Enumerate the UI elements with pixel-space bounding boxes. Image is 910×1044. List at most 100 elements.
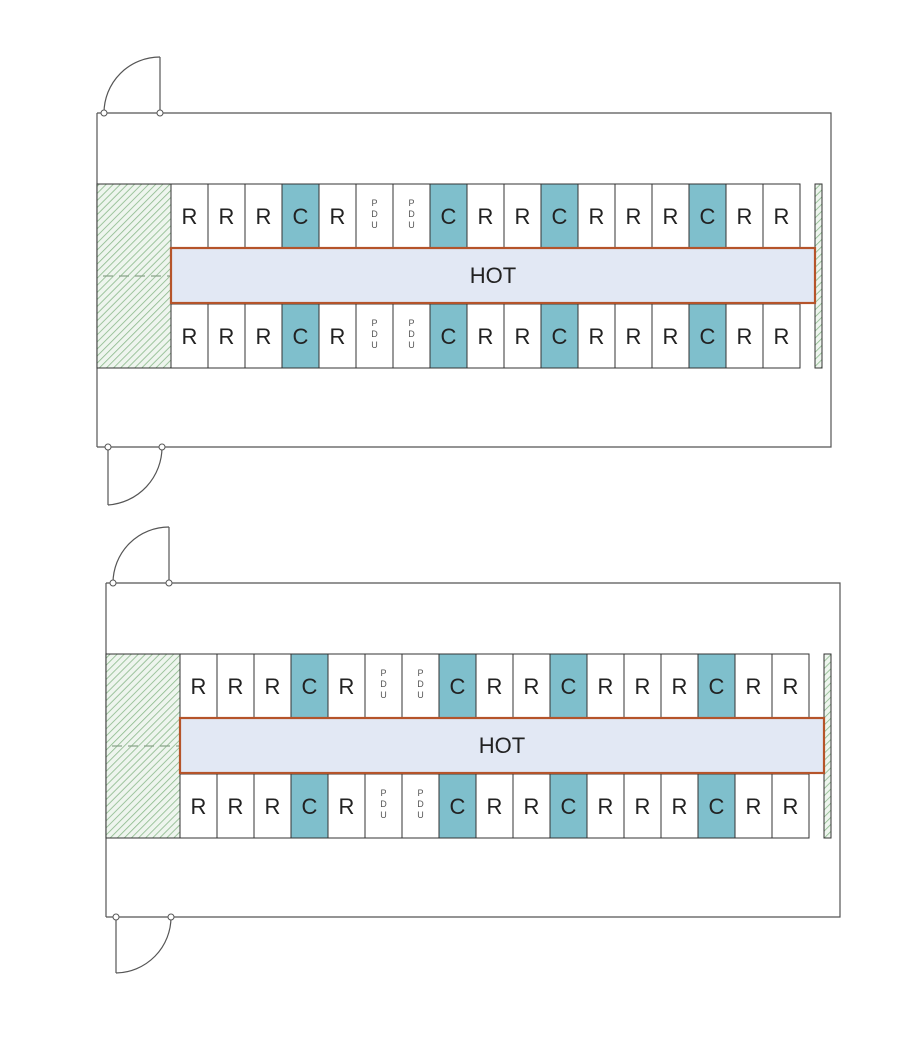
rack-label: R [330,324,346,349]
rack-box [327,773,366,839]
pdu-label-letter: U [408,220,415,230]
pdu-label-letter: D [417,799,424,809]
rack-box [244,303,283,369]
rack-box [586,653,625,719]
cooling-unit-label: C [709,674,725,699]
pdu-label-letter: D [371,329,378,339]
rack-label: R [663,204,679,229]
rack-box [179,653,218,719]
rack-cell: R [244,303,283,369]
cooling-unit-cell: C [281,183,320,249]
rack-label: R [635,674,651,699]
rack-box [466,183,505,249]
rack-box [586,773,625,839]
pdu-label-letter: P [408,198,414,208]
rack-cell: R [614,183,653,249]
cooling-unit-box [429,303,468,369]
cooling-unit-label: C [700,324,716,349]
rack-box [660,653,699,719]
rack-cell: R [318,303,357,369]
rack-box [771,653,810,719]
rack-label: R [737,324,753,349]
rack-label: R [672,674,688,699]
cooling-unit-box [281,183,320,249]
rack-box [577,303,616,369]
pdu-cell: PDU [355,183,394,249]
cooling-unit-label: C [450,674,466,699]
rack-box [512,773,551,839]
hot-aisle-2 [178,716,826,775]
rack-box [327,653,366,719]
rack-label: R [330,204,346,229]
rack-label: R [783,674,799,699]
rack-box [253,773,292,839]
rack-label: R [182,324,198,349]
rack-box [170,303,209,369]
door-bottom-2 [112,913,175,974]
rack-label: R [774,204,790,229]
rack-cell: R [725,183,764,249]
rack-box [318,183,357,249]
cooling-unit-cell: C [290,653,329,719]
rack-cell: R [586,773,625,839]
rack-label: R [256,324,272,349]
rack-label: R [339,794,355,819]
rack-box [734,773,773,839]
rack-label: R [626,324,642,349]
rack-label: R [487,674,503,699]
rack-cell: R [577,183,616,249]
rack-box [725,303,764,369]
rack-label: R [265,674,281,699]
cooling-unit-label: C [302,674,318,699]
cooling-unit-cell: C [549,653,588,719]
rack-label: R [524,794,540,819]
rack-cell: R [651,183,690,249]
cooling-unit-cell: C [429,183,468,249]
pdu-label-letter: D [417,679,424,689]
pdu-label-letter: P [371,198,377,208]
rack-cell: R [577,303,616,369]
rack-cell: R [503,303,542,369]
rack-label: R [774,324,790,349]
rack-cell: R [762,183,801,249]
cooling-unit-box [688,183,727,249]
rack-cell: R [771,653,810,719]
rack-cell: R [318,183,357,249]
pdu-label-letter: U [417,690,424,700]
rack-cell: R [660,773,699,839]
rack-box [725,183,764,249]
pdu-label-letter: U [371,340,378,350]
rack-box [623,773,662,839]
rack-cell: R [179,653,218,719]
rack-cell: R [207,303,246,369]
rack-label: R [515,324,531,349]
rack-box [216,653,255,719]
rack-label: R [598,794,614,819]
pdu-label-letter: D [408,209,415,219]
rack-label: R [228,794,244,819]
rack-box [216,773,255,839]
rack-label: R [478,204,494,229]
cooling-unit-label: C [700,204,716,229]
pdu-label-letter: D [371,209,378,219]
rack-label: R [339,674,355,699]
pdu-label-letter: D [408,329,415,339]
rack-cell: R [207,183,246,249]
pdu-cell: PDU [401,773,440,839]
rack-box [503,183,542,249]
rack-label: R [783,794,799,819]
rack-cell: R [170,183,209,249]
rack-label: R [219,324,235,349]
rack-cell: R [614,303,653,369]
rack-cell: R [466,183,505,249]
rack-cell: R [253,773,292,839]
rack-label: R [256,204,272,229]
cooling-unit-label: C [561,794,577,819]
cooling-unit-cell: C [281,303,320,369]
pdu-label-letter: P [380,788,386,798]
